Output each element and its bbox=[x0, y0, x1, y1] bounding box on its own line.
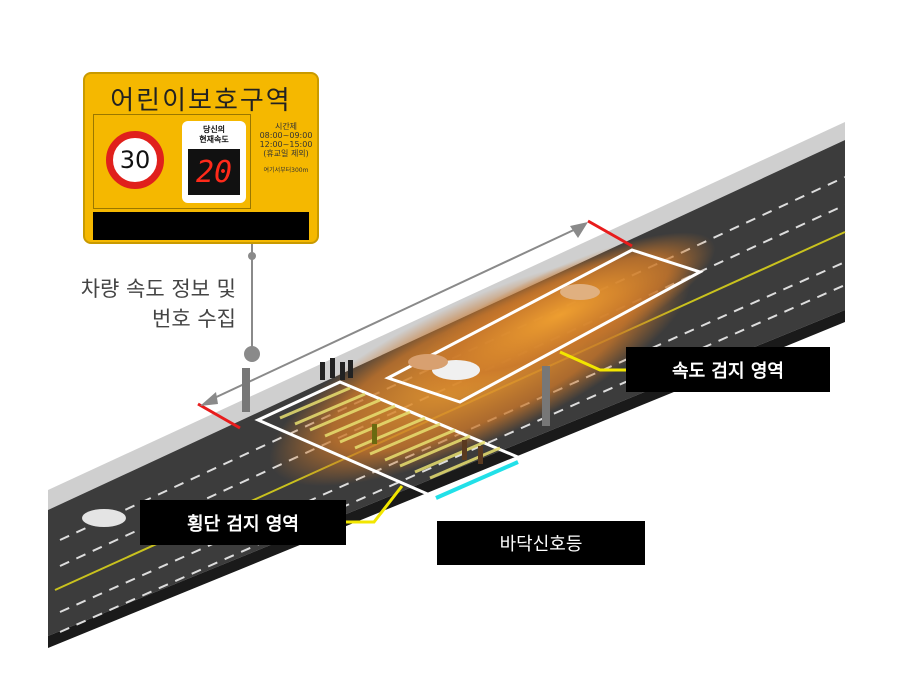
vehicle-info-annotation: 차량 속도 정보 및 번호 수집 bbox=[40, 274, 236, 334]
speed-zone-leader bbox=[559, 350, 626, 372]
speed-label-line2: 현재속도 bbox=[199, 135, 229, 144]
car-left bbox=[82, 509, 126, 527]
crossing-zone-label: 횡단 검지 영역 bbox=[140, 500, 346, 545]
time-slot-2: 12:00~15:00 bbox=[259, 140, 313, 149]
floor-signal-label: 바닥신호등 bbox=[437, 521, 645, 565]
collect-line1: 차량 속도 정보 및 bbox=[80, 277, 236, 301]
time-note: (휴교일 제외) bbox=[263, 149, 309, 158]
time-label: 시간제 bbox=[274, 122, 298, 131]
speed-label-line1: 당신의 bbox=[202, 125, 226, 134]
sign-title: 어린이보호구역 bbox=[110, 86, 292, 116]
sign-inner-panel: 30 당신의 현재속도 20 bbox=[93, 114, 251, 209]
school-zone-sign: 어린이보호구역 30 당신의 현재속도 20 시간제 08:00~09:00 1… bbox=[83, 72, 319, 244]
current-speed-panel: 당신의 현재속도 20 bbox=[182, 121, 246, 203]
road-curb bbox=[48, 310, 845, 648]
crossing-zone-leader bbox=[346, 485, 404, 524]
speed-zone-outline bbox=[384, 248, 704, 404]
crossing-zone-outline bbox=[254, 380, 524, 498]
boundary-start bbox=[197, 402, 241, 430]
current-speed-label: 당신의 현재속도 bbox=[182, 125, 246, 145]
time-slot-1: 08:00~09:00 bbox=[259, 131, 313, 140]
speed-zone-label: 속도 검지 영역 bbox=[626, 347, 830, 392]
collect-line2: 번호 수집 bbox=[152, 307, 236, 331]
floor-signal-light bbox=[435, 460, 519, 500]
speed-limit-icon: 30 bbox=[106, 131, 164, 189]
distance-note: 여기서부터300m bbox=[263, 167, 309, 174]
sign-black-bar bbox=[93, 212, 309, 240]
boundary-end bbox=[587, 219, 633, 248]
current-speed-display: 20 bbox=[188, 149, 240, 195]
speed-limit-value: 30 bbox=[119, 146, 151, 174]
sign-time-info: 시간제 08:00~09:00 12:00~15:00 (휴교일 제외) 여기서… bbox=[255, 122, 317, 175]
